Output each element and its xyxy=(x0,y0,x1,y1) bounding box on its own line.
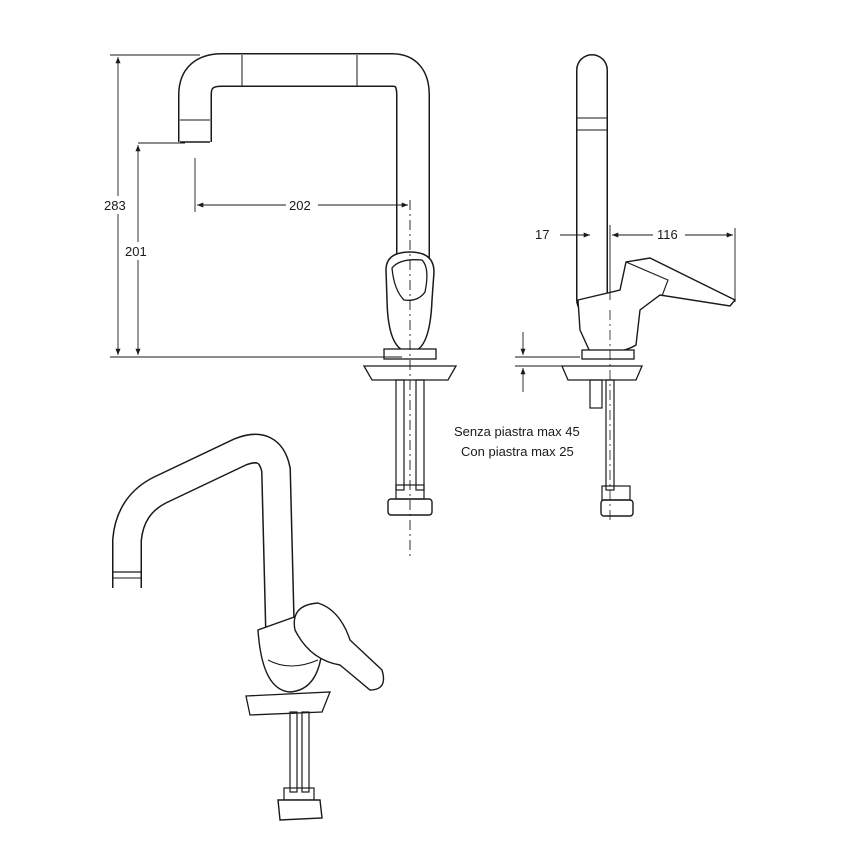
dim-202: 202 xyxy=(289,198,311,213)
note-with-plate: Con piastra max 25 xyxy=(461,444,574,459)
note-without-plate: Senza piastra max 45 xyxy=(454,424,580,439)
front-view xyxy=(178,53,458,560)
front-dimensions xyxy=(110,54,408,358)
side-view xyxy=(561,54,737,520)
isometric-view xyxy=(112,433,385,821)
dim-116: 116 xyxy=(657,227,678,242)
dim-17: 17 xyxy=(535,227,549,242)
dim-201: 201 xyxy=(125,244,147,259)
dim-283: 283 xyxy=(104,198,126,213)
